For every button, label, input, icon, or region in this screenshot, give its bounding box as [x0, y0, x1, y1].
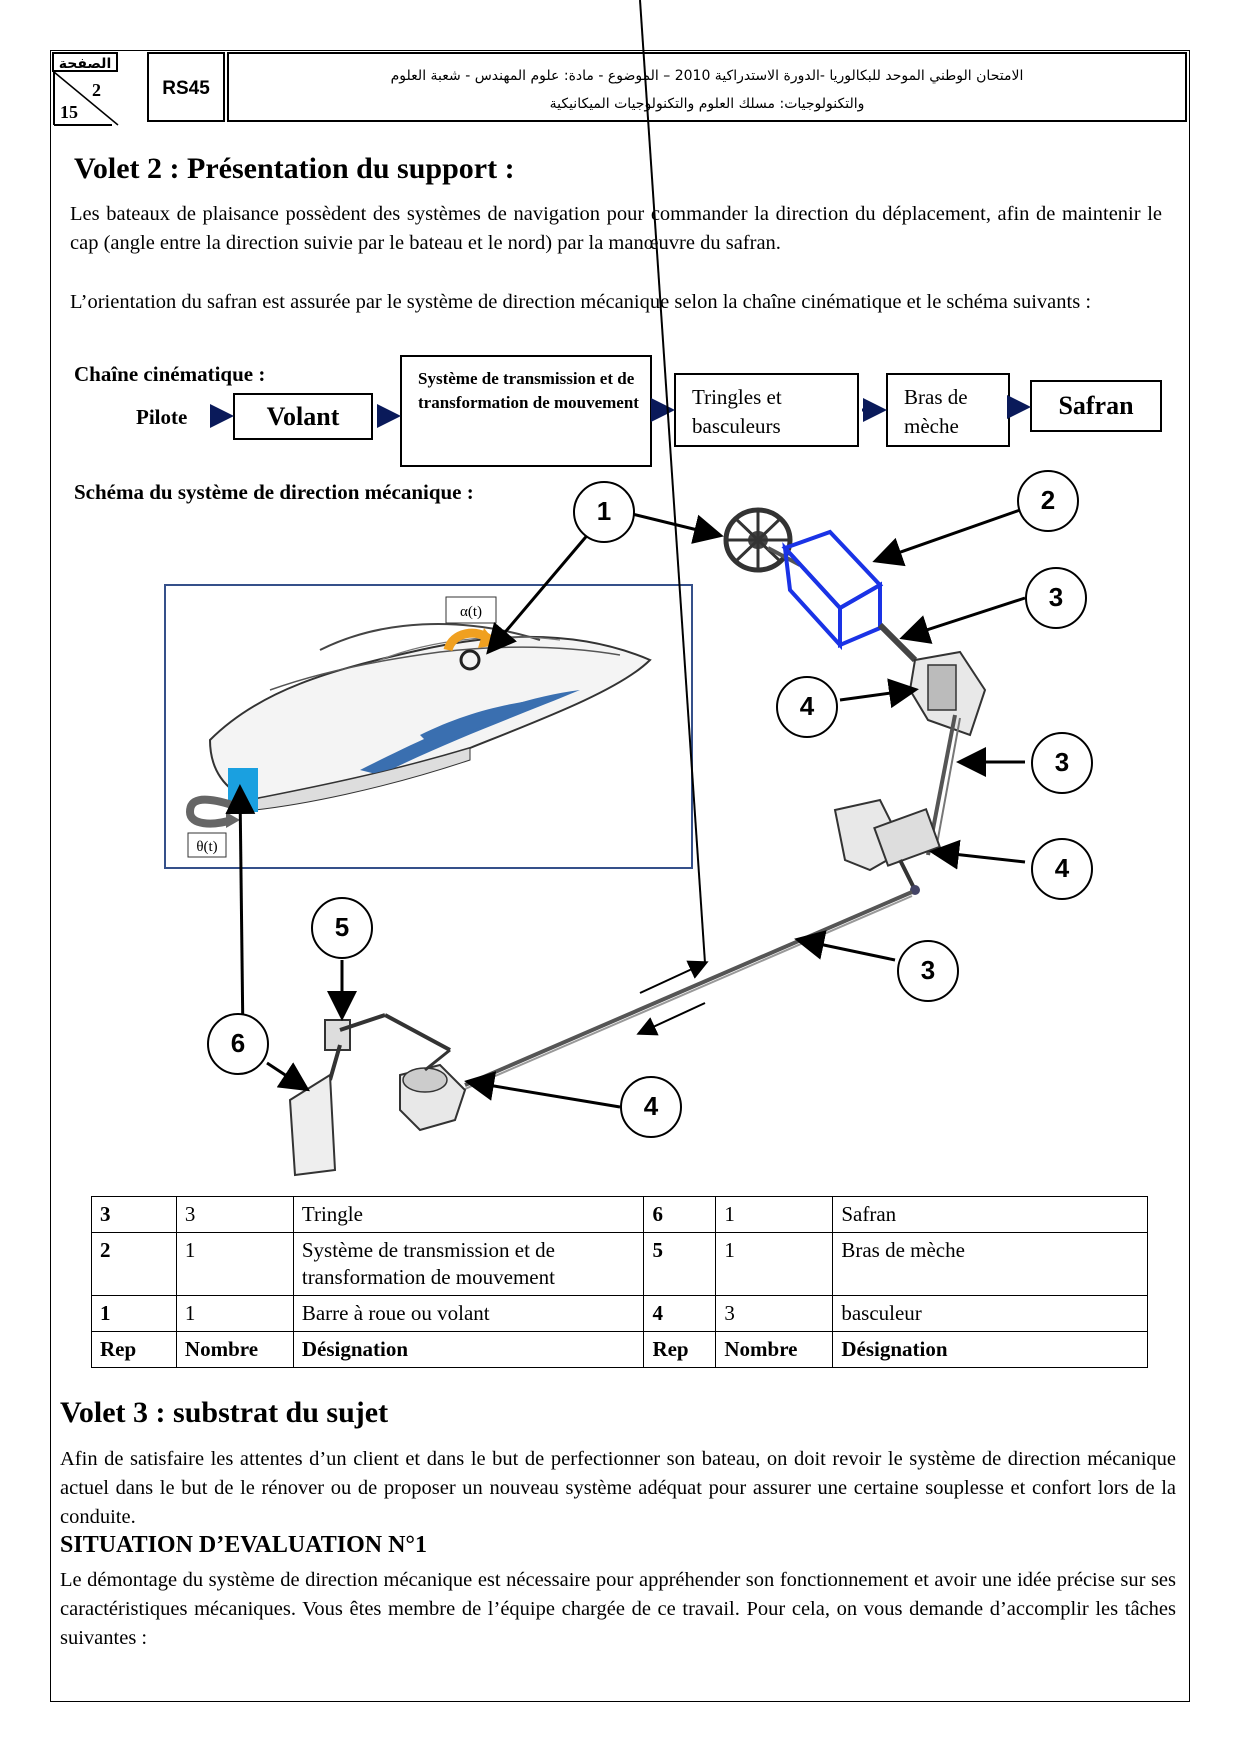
exam-code: RS45: [147, 52, 225, 122]
table-cell: Barre à roue ou volant: [292, 1295, 645, 1332]
theta-label: θ(t): [196, 839, 217, 855]
table-row: 3 3 Tringle 6 1 Safran: [91, 1196, 1148, 1233]
page-frame: [50, 50, 1190, 1702]
table-cell: basculeur: [832, 1295, 1148, 1332]
callout-3-middle: 3: [1031, 732, 1093, 794]
table-cell: 6: [643, 1196, 717, 1233]
page-total: 15: [60, 102, 78, 122]
basculeur-upper: [908, 650, 987, 737]
volet3-title: Volet 3 : substrat du sujet: [60, 1396, 389, 1429]
volet2-title: Volet 2 : Présentation du support :: [74, 152, 515, 185]
table-cell: Tringle: [292, 1196, 645, 1233]
chain-bras-box: Bras de mèche: [886, 373, 1010, 447]
schema-label: Schéma du système de direction mécanique…: [74, 480, 474, 504]
safran-blade: [288, 1073, 337, 1177]
table-cell: Bras de mèche: [832, 1232, 1148, 1296]
exam-title: الامتحان الوطني الموحد للبكالوريا -الدور…: [227, 52, 1187, 122]
callout-1: 1: [573, 481, 635, 543]
callout-3-bottom: 3: [897, 940, 959, 1002]
table-header-cell: Désignation: [292, 1331, 645, 1368]
situation-title: SITUATION D’EVALUATION N°1: [60, 1532, 427, 1558]
boat-frame: [164, 584, 693, 869]
table-cell: Système de transmission et de transforma…: [292, 1232, 645, 1296]
motion-arrow-icon: [636, 1002, 706, 1036]
exam-title-line2: والتكنولوجيات: مسلك العلوم والتكنولوجيات…: [549, 96, 865, 112]
callout-6: 6: [207, 1013, 269, 1075]
table-header-cell: Nombre: [715, 1331, 834, 1368]
chain-transmission-box: Système de transmission et de transforma…: [400, 355, 652, 467]
theta-rotation-icon: [185, 795, 234, 828]
table-cell: 2: [91, 1232, 177, 1296]
table-cell: 1: [91, 1295, 177, 1332]
situation-para: Le démontage du système de direction méc…: [60, 1569, 1176, 1649]
table-cell: Safran: [832, 1196, 1148, 1233]
volet3-para: Afin de satisfaire les attentes d’un cli…: [60, 1448, 1176, 1528]
page-label: الصفحة: [52, 52, 118, 72]
chain-tringles-box: Tringles et basculeurs: [674, 373, 859, 447]
table-header-row: Rep Nombre Désignation Rep Nombre Désign…: [91, 1331, 1148, 1368]
table-cell: 3: [91, 1196, 177, 1233]
table-header-cell: Rep: [643, 1331, 717, 1368]
exam-title-line1: الامتحان الوطني الموحد للبكالوريا -الدور…: [390, 68, 1024, 84]
basculeur-middle: [833, 798, 942, 895]
table-header-cell: Nombre: [175, 1331, 294, 1368]
table-row: 1 1 Barre à roue ou volant 4 3 basculeur: [91, 1295, 1148, 1332]
callout-5: 5: [311, 897, 373, 959]
alpha-label: α(t): [460, 604, 482, 620]
table-header-cell: Désignation: [832, 1331, 1148, 1368]
chain-label: Chaîne cinématique :: [74, 362, 266, 386]
page-number-box: الصفحة 2 15: [52, 52, 120, 127]
table-cell: 4: [643, 1295, 717, 1332]
callout-2: 2: [1017, 470, 1079, 532]
chain-volant-box: Volant: [233, 393, 373, 440]
page-current: 2: [92, 80, 101, 100]
callout-4-bottom: 4: [620, 1076, 682, 1138]
motion-arrow-icon: [639, 960, 709, 994]
table-cell: 1: [175, 1232, 294, 1296]
table-cell: 5: [643, 1232, 717, 1296]
table-row: 2 1 Système de transmission et de transf…: [91, 1232, 1148, 1296]
callout-3-top: 3: [1025, 567, 1087, 629]
table-cell: 3: [175, 1196, 294, 1233]
callout-4-middle: 4: [1031, 838, 1093, 900]
table-cell: 1: [715, 1232, 834, 1296]
chain-safran-box: Safran: [1030, 380, 1162, 432]
callout-4-top: 4: [776, 676, 838, 738]
safran-highlight: [228, 768, 258, 812]
chain-pilote: Pilote: [136, 405, 188, 429]
table-header-cell: Rep: [91, 1331, 177, 1368]
table-cell: 3: [715, 1295, 834, 1332]
steering-wheel-icon: [723, 507, 801, 573]
page-divider-icon: [53, 71, 119, 126]
boat-illustration: [208, 622, 652, 811]
volet2-para2: L’orientation du safran est assurée par …: [70, 291, 1092, 313]
parts-table: 3 3 Tringle 6 1 Safran 2 1 Système de tr…: [91, 1196, 1148, 1368]
transmission-box-icon: [781, 529, 884, 651]
volet2-para1: Les bateaux de plaisance possèdent des s…: [70, 203, 1162, 254]
basculeur-lower: [399, 1048, 467, 1132]
table-cell: 1: [175, 1295, 294, 1332]
table-cell: 1: [715, 1196, 834, 1233]
